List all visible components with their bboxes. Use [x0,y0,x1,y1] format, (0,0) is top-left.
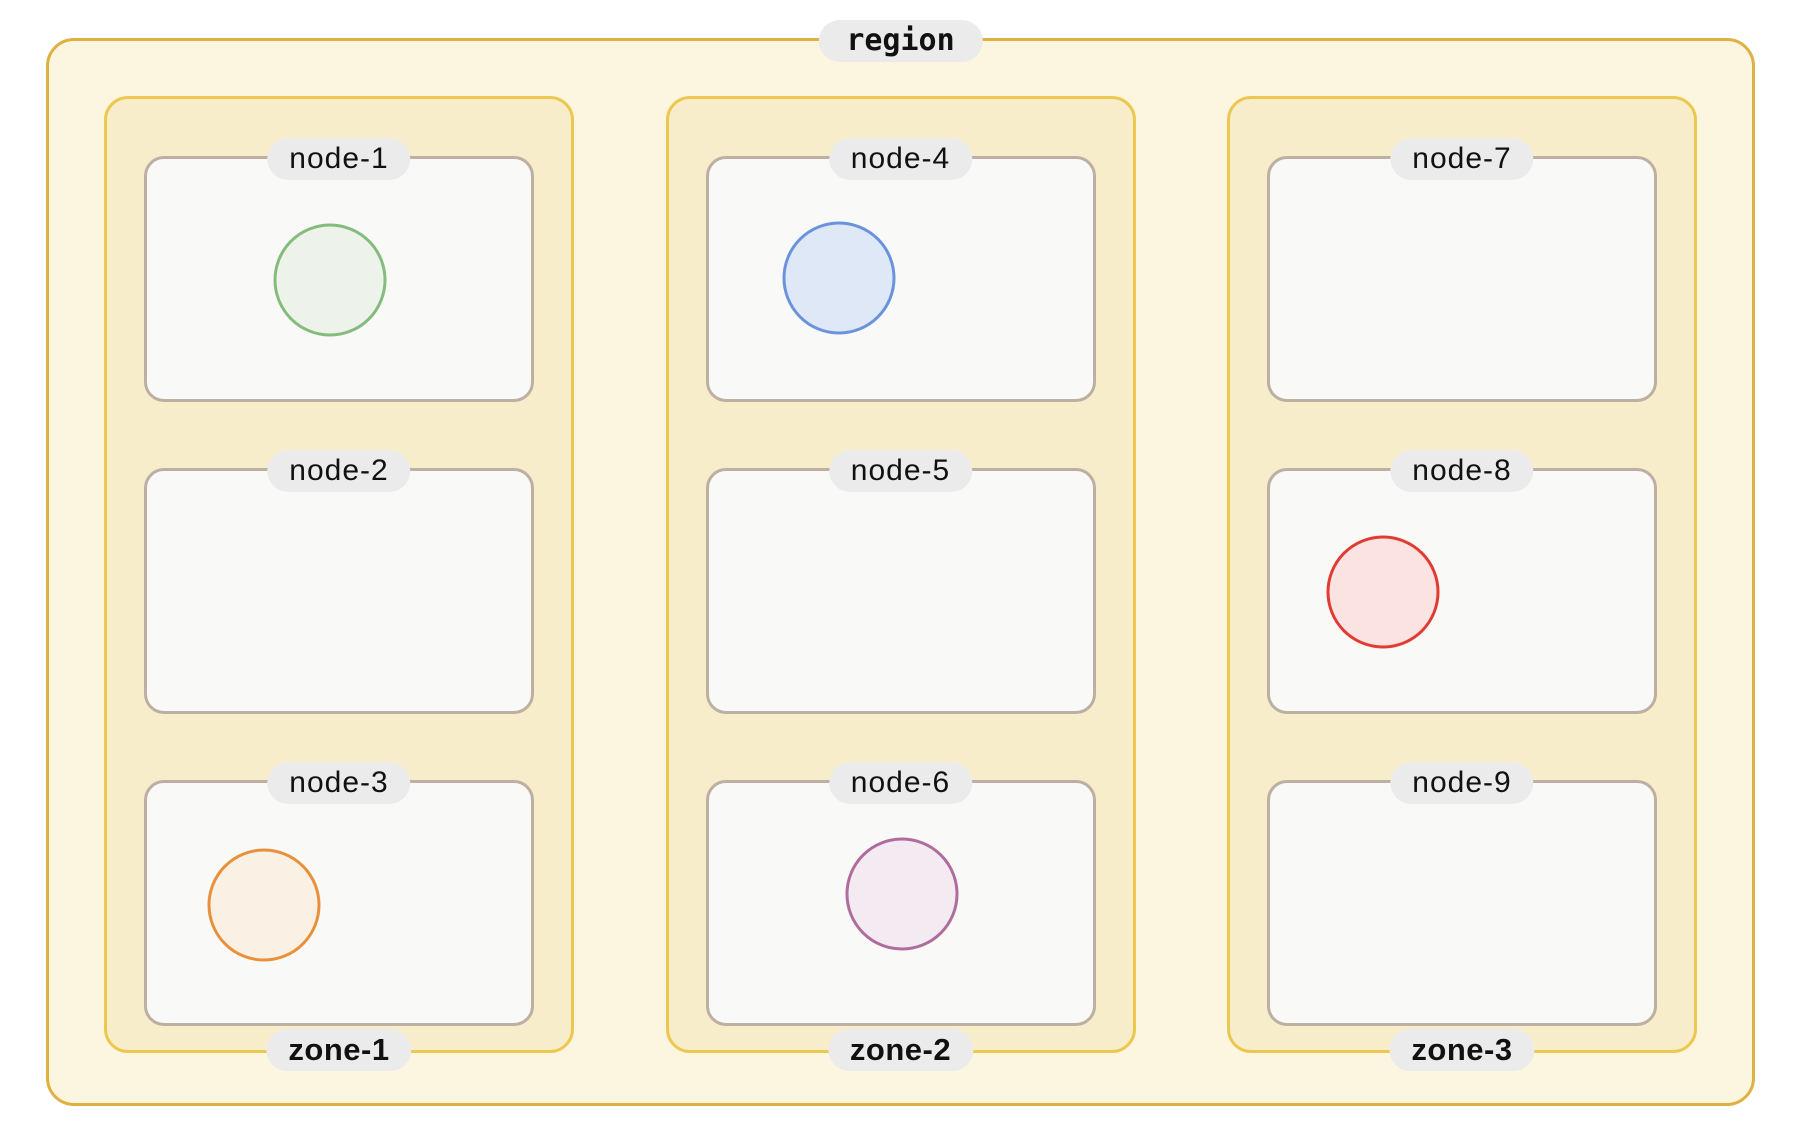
region-container: region node-1 node-2 node-3 zone-1 [46,20,1755,1106]
node-8-label: node-8 [1390,450,1534,492]
node-1: node-1 [144,138,534,402]
zone-3-label: zone-3 [1389,1029,1535,1071]
zone-1-label: zone-1 [266,1029,412,1071]
pod-circle [782,221,896,335]
node-4: node-4 [705,138,1096,402]
node-5: node-5 [705,450,1096,714]
node-3: node-3 [144,762,534,1026]
zone-1: node-1 node-2 node-3 zone-1 [104,96,574,1071]
node-2-label: node-2 [267,450,411,492]
node-9-label: node-9 [1390,762,1534,804]
zones-row: node-1 node-2 node-3 zone-1 node-4 [49,41,1752,1103]
pod-circle [1326,535,1440,649]
pod-circle [207,848,321,962]
zone-3: node-7 node-8 node-9 zone-3 [1227,96,1697,1071]
node-9: node-9 [1267,762,1657,1026]
pod-circle [273,223,387,337]
region-label: region [818,20,983,62]
zone-2: node-4 node-5 node-6 zone-2 [665,96,1136,1071]
node-7: node-7 [1267,138,1657,402]
node-5-label: node-5 [828,450,973,492]
node-4-label: node-4 [828,138,973,180]
pod-circle [845,837,959,951]
node-2: node-2 [144,450,534,714]
zone-2-label: zone-2 [827,1029,974,1071]
node-7-label: node-7 [1390,138,1534,180]
node-3-label: node-3 [267,762,411,804]
node-1-label: node-1 [267,138,411,180]
node-6-label: node-6 [828,762,973,804]
node-8: node-8 [1267,450,1657,714]
node-6: node-6 [705,762,1096,1026]
